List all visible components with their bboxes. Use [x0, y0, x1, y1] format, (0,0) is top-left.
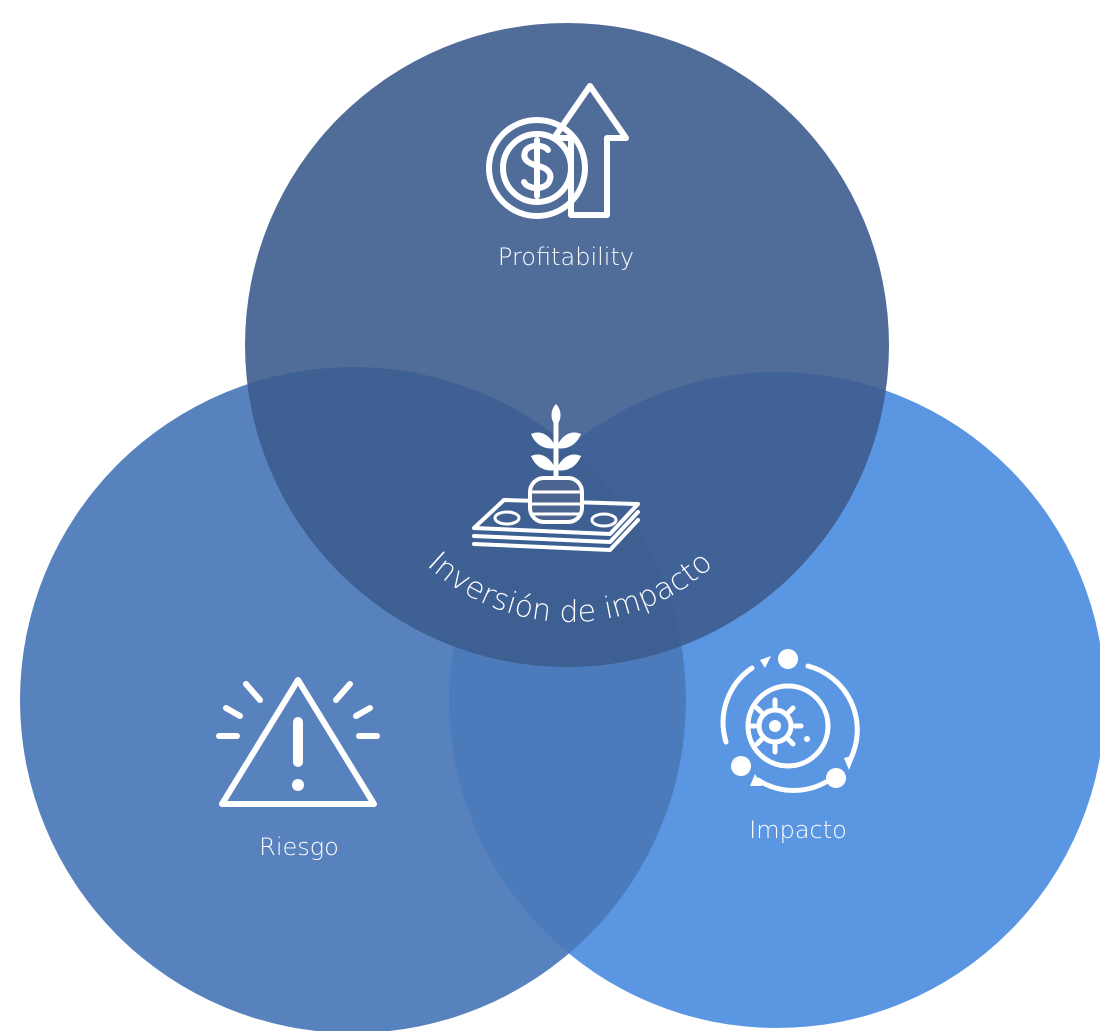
dollar-coin-arrow-up-icon: [486, 83, 629, 219]
gear-cycle-icon: [720, 649, 860, 793]
warning-triangle-icon: [216, 677, 380, 807]
profitability-circle: [245, 23, 889, 667]
impacto-label: Impacto: [749, 816, 847, 844]
plant-coins-money-icon: [472, 404, 640, 552]
riesgo-label: Riesgo: [259, 833, 339, 861]
profitability-label: Profitability: [498, 243, 634, 271]
